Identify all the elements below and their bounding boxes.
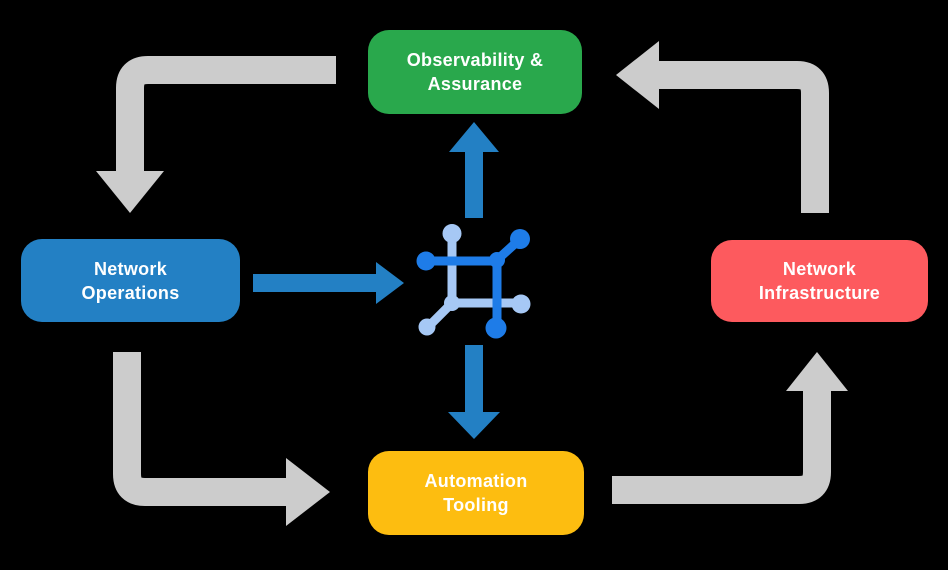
icon-node-dot — [442, 224, 462, 243]
node-network-operations: Network Operations — [21, 239, 240, 322]
icon-node-dot — [510, 229, 530, 249]
icon-node-dot — [511, 294, 531, 314]
arrow-observability-to-operations — [96, 56, 336, 213]
arrow-shaft — [113, 352, 287, 506]
icon-node-dot — [485, 317, 507, 339]
arrow-infrastructure-to-observability — [616, 41, 829, 213]
arrow-automation-to-infrastructure — [612, 352, 848, 504]
arrow-head-up — [786, 352, 848, 391]
blue-arrow-right — [253, 262, 404, 304]
network-mesh-icon — [416, 224, 531, 339]
arrow-operations-to-center — [253, 262, 404, 304]
icon-node-dot — [418, 318, 436, 336]
node-label: Network Infrastructure — [758, 259, 881, 303]
node-label: Network Operations — [81, 258, 180, 303]
arrow-operations-to-automation — [113, 352, 330, 526]
arrow-shaft — [658, 61, 829, 213]
arrow-center-to-observability — [449, 122, 499, 218]
arrow-shaft — [612, 391, 831, 504]
blue-arrow-up — [449, 122, 499, 218]
node-observability-assurance: Observability & Assurance — [368, 30, 582, 114]
arrow-shaft — [116, 56, 336, 174]
arrow-head-down — [96, 171, 164, 213]
blue-arrow-down — [448, 345, 500, 439]
node-automation-tooling: Automation Tooling — [368, 451, 584, 535]
icon-node-dot — [444, 295, 460, 311]
node-network-infrastructure: Network Infrastructure — [711, 240, 928, 322]
node-label: Automation Tooling — [424, 471, 528, 515]
arrow-head-left — [616, 41, 659, 109]
icon-node-dot — [416, 251, 436, 271]
arrow-head-right — [286, 458, 330, 526]
arrow-center-to-automation — [448, 345, 500, 439]
node-label: Observability & Assurance — [406, 50, 544, 94]
icon-node-dot — [489, 252, 505, 268]
